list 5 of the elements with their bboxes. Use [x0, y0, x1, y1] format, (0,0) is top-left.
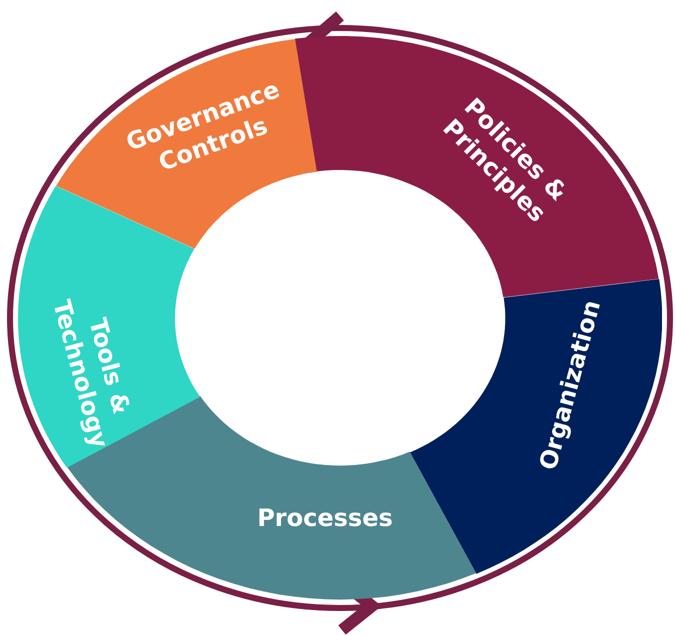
- ring-segment: [295, 36, 659, 298]
- ring-segment: [56, 38, 318, 248]
- ring-segment: [410, 278, 662, 574]
- ring-segment: [18, 186, 200, 468]
- segment-label: Processes: [256, 502, 394, 533]
